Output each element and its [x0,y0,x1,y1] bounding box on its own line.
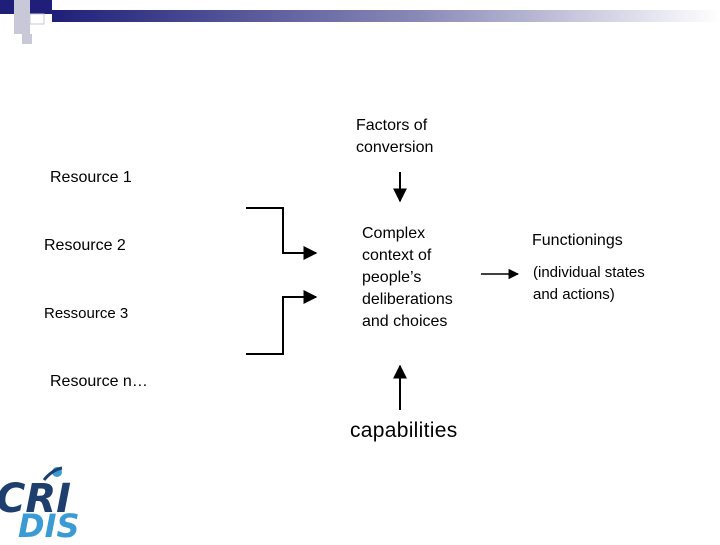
header-square-light-2 [14,14,30,34]
header-square-dark-2 [30,0,52,14]
logo-line1: CRI [0,476,72,522]
functionings-detail-line2: and actions) [533,286,615,303]
resource-3: Ressource 3 [44,305,129,322]
cridis-logo: CRI DIS [0,462,90,545]
resource-n: Resource n… [50,373,148,390]
logo-accent-mark [42,466,63,481]
header-square-dark [0,0,14,14]
resource-2: Resource 2 [44,237,126,254]
header-gradient-bar [52,10,720,22]
functionings-label: Functionings [532,232,623,249]
center-line-4: deliberations [362,291,453,308]
header-square-light [14,0,30,14]
center-line-5: and choices [362,313,448,330]
functionings-detail-line1: (individual states [533,264,645,281]
logo-swoosh-icon [42,466,63,481]
factors-label-line1: Factors of [356,117,428,134]
capabilities-label: capabilities [350,419,458,442]
upper-bracket-arrow [246,207,318,260]
center-line-2: context of [362,247,432,264]
center-line-3: people’s [362,269,422,286]
lower-bracket-arrow [246,290,318,355]
header-band [0,0,720,44]
factors-label-line2: conversion [356,139,434,156]
center-line-1: Complex [362,225,426,242]
logo-line2: DIS [18,507,80,545]
resource-1: Resource 1 [50,169,132,186]
header-square-white [29,13,45,25]
header-square-light-3 [22,34,32,44]
